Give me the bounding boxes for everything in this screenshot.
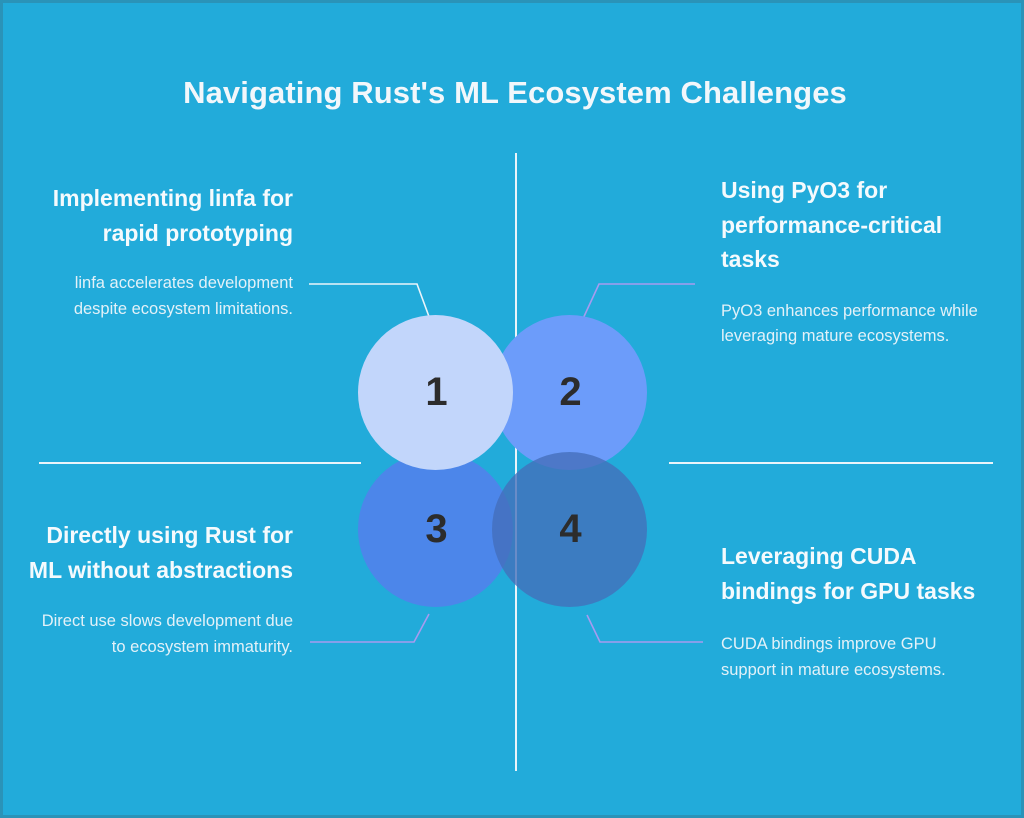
venn-circle-1[interactable]: 1 [358, 315, 513, 470]
venn-circle-2[interactable]: 2 [492, 315, 647, 470]
venn-number-2: 2 [559, 370, 582, 414]
quadrant-body-4: CUDA bindings improve GPU support in mat… [721, 635, 946, 679]
divider-horizontal-right [669, 462, 993, 464]
divider-vertical [515, 153, 517, 771]
venn-number-3: 3 [425, 507, 448, 551]
quadrant-top-right: Using PyO3 for performance-critical task… [721, 173, 989, 350]
divider-horizontal-left [39, 462, 361, 464]
quadrant-heading-3: Directly using Rust for ML without abstr… [28, 522, 293, 583]
quadrant-heading-1: Implementing linfa for rapid prototyping [52, 185, 293, 246]
page-title: Navigating Rust's ML Ecosystem Challenge… [183, 75, 847, 110]
venn-circle-3[interactable]: 3 [358, 452, 513, 607]
venn-circle-4[interactable]: 4 [492, 452, 647, 607]
quadrant-heading-4: Leveraging CUDA bindings for GPU tasks [721, 543, 976, 604]
venn-number-1: 1 [425, 370, 448, 414]
quadrant-bottom-left: Directly using Rust for ML without abstr… [25, 518, 293, 660]
quadrant-body-1: linfa accelerates development despite ec… [73, 274, 293, 318]
quadrant-bottom-right: Leveraging CUDA bindings for GPU tasks C… [721, 539, 989, 683]
quadrant-body-2: PyO3 enhances performance while leveragi… [721, 301, 978, 346]
venn-circle-cluster: 1 2 3 4 [358, 315, 670, 620]
quadrant-body-3: Direct use slows development due to ecos… [41, 612, 293, 656]
quadrant-top-left: Implementing linfa for rapid prototyping… [25, 181, 293, 322]
venn-number-4: 4 [559, 507, 582, 551]
quadrant-heading-2: Using PyO3 for performance-critical task… [721, 177, 943, 272]
